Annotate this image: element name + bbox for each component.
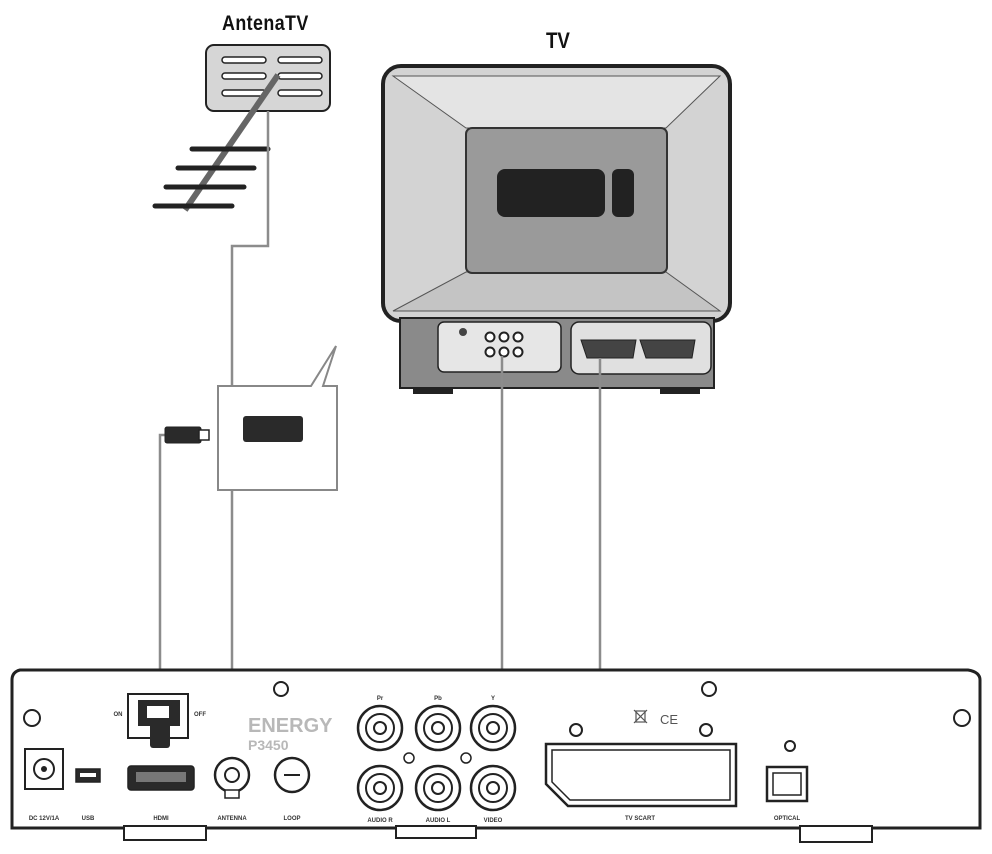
tv-screen-glyph-main (497, 169, 605, 217)
brand-logo: ENERGY (248, 715, 333, 737)
tv-scart-sockets (580, 339, 696, 359)
y-label: Y (491, 696, 495, 702)
optical-label: OPTICAL (774, 816, 801, 822)
hdmi-cable (158, 433, 165, 728)
rca-jacks (356, 704, 517, 812)
switch-off-label: OFF (194, 712, 206, 718)
antenna-illustration (152, 44, 331, 212)
screw-hole-left (23, 709, 41, 727)
hdmi-port-zoom (243, 416, 303, 442)
hdmi-port-label: HDMI (153, 816, 169, 822)
tv-title: TV (546, 28, 570, 53)
switch-on-label: ON (114, 712, 123, 718)
tv-illustration (381, 64, 732, 394)
receiver-back-panel: DC 12V/1A USB HDMI ON OFF ANTENNA LOOP E… (10, 668, 982, 843)
antenna-title: AntenaTV (222, 12, 309, 35)
audio-r-label: AUDIO R (367, 818, 393, 824)
audio-l-label: AUDIO L (426, 818, 451, 824)
antenna-in-label: ANTENNA (217, 816, 247, 822)
tv-component-panel (437, 321, 562, 373)
hdmi-plug (164, 426, 202, 444)
video-label: VIDEO (484, 818, 503, 824)
scart-label: TV SCART (625, 816, 655, 822)
pb-label: Pb (434, 696, 442, 702)
antenna-cable (230, 111, 270, 765)
scart-port (544, 742, 738, 808)
pr-label: Pr (377, 696, 384, 702)
tv-screen-glyph-side (612, 169, 634, 217)
tv-scart-panel (570, 321, 712, 375)
usb-port-label: USB (82, 816, 95, 822)
screw-hole-right (953, 709, 971, 727)
dc-port-label: DC 12V/1A (29, 816, 60, 822)
loop-port-label: LOOP (283, 816, 300, 822)
tv-antenna-jack (459, 328, 467, 336)
weee-bin-icon (633, 709, 648, 724)
model-number: P3450 (248, 737, 289, 753)
hdmi-callout (217, 345, 338, 491)
antenna-elements (152, 146, 271, 209)
ce-mark: CE (660, 712, 678, 727)
tv-component-jacks (484, 331, 524, 358)
tv-bezel-shading (391, 75, 722, 129)
